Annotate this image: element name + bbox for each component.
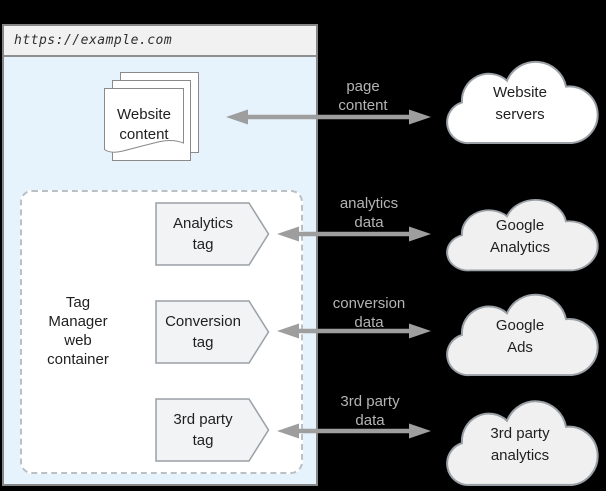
cloud-icon bbox=[446, 60, 599, 145]
conversion-tag-label: Conversion tag bbox=[165, 313, 241, 351]
cloud-icon bbox=[446, 293, 599, 377]
conversion-tag-shape: Conversion tag bbox=[155, 300, 270, 364]
google-ads-label: Google Ads bbox=[495, 316, 545, 356]
third-party-tag-shape: 3rd party tag bbox=[155, 398, 270, 462]
website-servers-cloud: Website servers bbox=[438, 47, 602, 146]
google-analytics-cloud: Google Analytics bbox=[438, 187, 602, 273]
third-party-analytics-label: 3rd party analytics bbox=[490, 425, 550, 465]
website-content-documents: Website content bbox=[104, 72, 204, 174]
third-party-analytics-cloud: 3rd party analytics bbox=[438, 386, 602, 488]
google-ads-cloud: Google Ads bbox=[438, 280, 602, 378]
page-content-flow-label: page content bbox=[338, 78, 388, 114]
website-servers-label: Website servers bbox=[493, 84, 547, 124]
analytics-tag-label: Analytics tag bbox=[172, 215, 234, 253]
analytics-data-flow-label: analytics data bbox=[339, 195, 399, 231]
tag-manager-container-label: Tag Manager web container bbox=[47, 294, 109, 368]
url-text: https://example.com bbox=[14, 33, 173, 48]
google-analytics-label: Google Analytics bbox=[489, 216, 551, 256]
browser-url-bar: https://example.com bbox=[4, 26, 316, 57]
conversion-data-flow-label: conversion data bbox=[332, 295, 406, 331]
website-content-label: Website content bbox=[117, 106, 171, 143]
third-party-tag-label: 3rd party tag bbox=[173, 411, 233, 449]
cloud-icon bbox=[446, 400, 599, 486]
document-stack-icon bbox=[104, 72, 199, 161]
tag-pentagon-icon bbox=[155, 300, 270, 364]
analytics-tag-shape: Analytics tag bbox=[155, 202, 270, 266]
third-party-data-flow-label: 3rd party data bbox=[340, 393, 400, 429]
tag-pentagon-icon bbox=[155, 202, 270, 266]
cloud-icon bbox=[446, 199, 599, 272]
tag-pentagon-icon bbox=[155, 398, 270, 462]
